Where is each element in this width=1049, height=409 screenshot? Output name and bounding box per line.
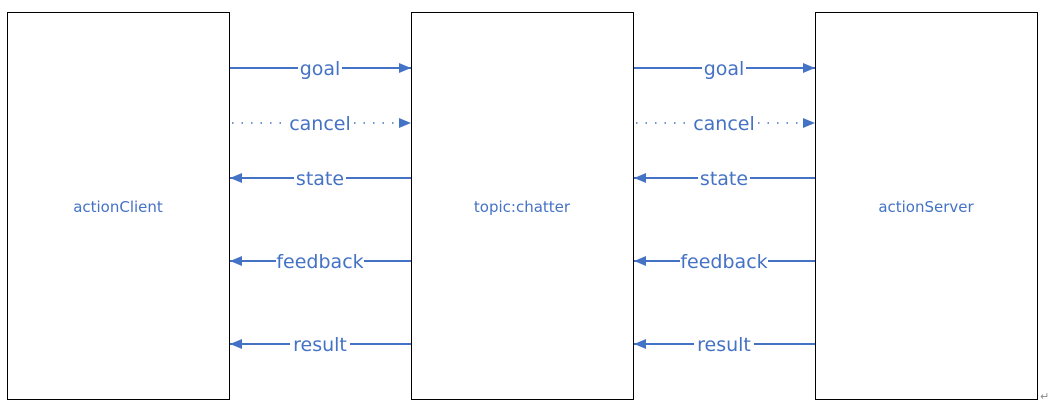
paragraph-mark: ↵ bbox=[1040, 390, 1049, 403]
result-label-left: result bbox=[293, 334, 347, 356]
goal-label-left: goal bbox=[300, 58, 341, 80]
topic-chatter-box bbox=[411, 12, 634, 400]
state-label-right: state bbox=[700, 168, 748, 190]
action-client-box bbox=[7, 12, 230, 400]
cancel-label-left: cancel bbox=[289, 113, 351, 135]
action-client-label: actionClient bbox=[73, 198, 163, 216]
topic-chatter-label: topic:chatter bbox=[474, 198, 571, 216]
result-label-right: result bbox=[697, 334, 751, 356]
action-server-label: actionServer bbox=[878, 198, 974, 216]
state-label-left: state bbox=[296, 168, 344, 190]
feedback-label-left: feedback bbox=[276, 251, 363, 273]
goal-label-right: goal bbox=[704, 58, 745, 80]
cancel-label-right: cancel bbox=[693, 113, 755, 135]
feedback-label-right: feedback bbox=[680, 251, 767, 273]
action-server-box bbox=[815, 12, 1038, 400]
